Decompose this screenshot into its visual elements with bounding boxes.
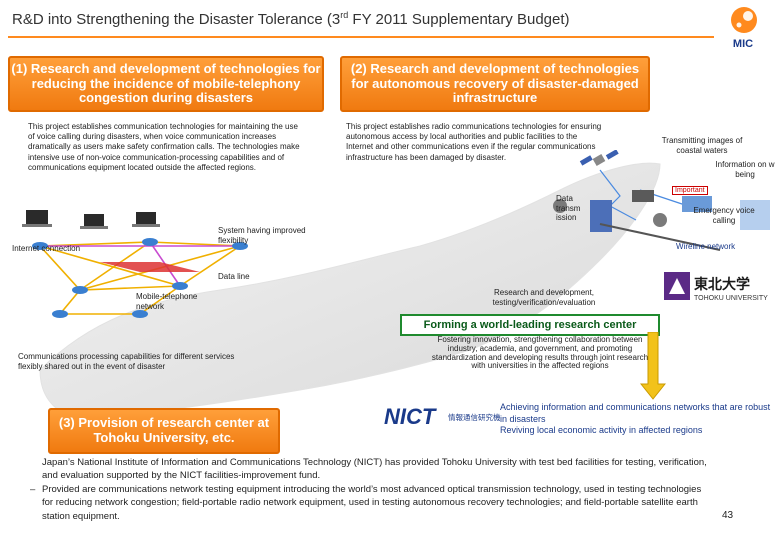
dish-icons [553, 199, 667, 227]
network-links [38, 241, 243, 315]
internet-connection-label: Internet connection [12, 244, 81, 253]
mic-logo-mark: MIC [731, 7, 757, 50]
achieving-line-2: Reviving local economic activity in affe… [500, 425, 703, 436]
page-title: R&D into Strengthening the Disaster Tole… [12, 10, 570, 28]
achieving-line-1: Achieving information and communications… [500, 402, 771, 424]
comm-processing-label: Communications processing capabilities f… [18, 352, 235, 371]
nict-logo: NICT 情報通信研究機構 [382, 398, 508, 432]
section2-heading-box: (2) Research and development of technolo… [340, 56, 650, 112]
bullet-marker: – [30, 483, 36, 495]
title-sup: rd [340, 10, 349, 20]
down-arrow-icon [640, 332, 666, 400]
bullet-text: Japan’s National Institute of Informatio… [42, 457, 707, 482]
emergency-calling-label: Emergency voice calling [693, 206, 755, 225]
tohoku-logo-en: TOHOKU UNIVERSITY [694, 295, 768, 302]
nict-logo-cjk: 情報通信研究機構 [448, 412, 500, 422]
nict-logo-text: NICT [384, 404, 437, 429]
title-underline [8, 36, 714, 38]
data-transmission-label: Data transm ission [556, 194, 581, 223]
transmitting-images-label: Transmitting images of coastal waters [661, 136, 743, 155]
data-line-band [100, 262, 200, 272]
nict-logo-mark: NICT 情報通信研究機構 [384, 404, 508, 429]
title-text: R&D into Strengthening the Disaster Tole… [12, 11, 341, 28]
rnd-label: Research and development, testing/verifi… [492, 288, 596, 307]
system-flexibility-label: System having improved flexibility [218, 226, 306, 245]
section1-heading: (1) Research and development of technolo… [11, 60, 321, 106]
mic-logo-text: MIC [733, 38, 753, 50]
building-icons [590, 190, 770, 232]
laptop-icons [22, 210, 160, 229]
section3-heading: (3) Provision of research center at Toho… [58, 415, 270, 445]
wireline-link [599, 223, 721, 251]
bullet-text: Provided are communications network test… [42, 483, 702, 522]
satellite-icon [579, 150, 619, 166]
router-icons [32, 238, 248, 318]
title-tail: FY 2011 Supplementary Budget) [348, 11, 570, 28]
bullet-marker [30, 456, 42, 483]
page-number: 43 [722, 510, 734, 521]
wireline-network-label: Wireline network [676, 242, 736, 251]
section2-heading: (2) Research and development of technolo… [350, 60, 640, 106]
section1-heading-box: (1) Research and development of technolo… [8, 56, 324, 112]
bottom-notes: Japan’s National Institute of Informatio… [30, 456, 710, 523]
bottom-bullet-2: –Provided are communications network tes… [30, 483, 710, 523]
information-label: Information on w being [715, 160, 775, 179]
fostering-label: Fostering innovation, strengthening coll… [431, 335, 649, 371]
data-line-label: Data line [218, 272, 250, 281]
tohoku-logo-mark: 東北大学 TOHOKU UNIVERSITY [664, 272, 768, 302]
section2-description: This project establishes radio communica… [346, 122, 602, 162]
tohoku-university-logo: 東北大学 TOHOKU UNIVERSITY [664, 270, 776, 304]
tohoku-logo-cjk: 東北大学 [694, 276, 750, 293]
important-badge: Important [672, 186, 708, 195]
bottom-bullet-1: Japan’s National Institute of Informatio… [30, 456, 710, 483]
world-leading-center-box: Forming a world-leading research center [400, 314, 660, 336]
mic-logo: MIC [712, 4, 774, 52]
section1-description: This project establishes communication t… [28, 122, 300, 172]
achieving-text: Achieving information and communications… [500, 402, 776, 437]
mobile-network-label: Mobile-telephone network [136, 292, 198, 311]
japan-map-illustration [22, 150, 770, 450]
section3-heading-box: (3) Provision of research center at Toho… [48, 408, 280, 454]
